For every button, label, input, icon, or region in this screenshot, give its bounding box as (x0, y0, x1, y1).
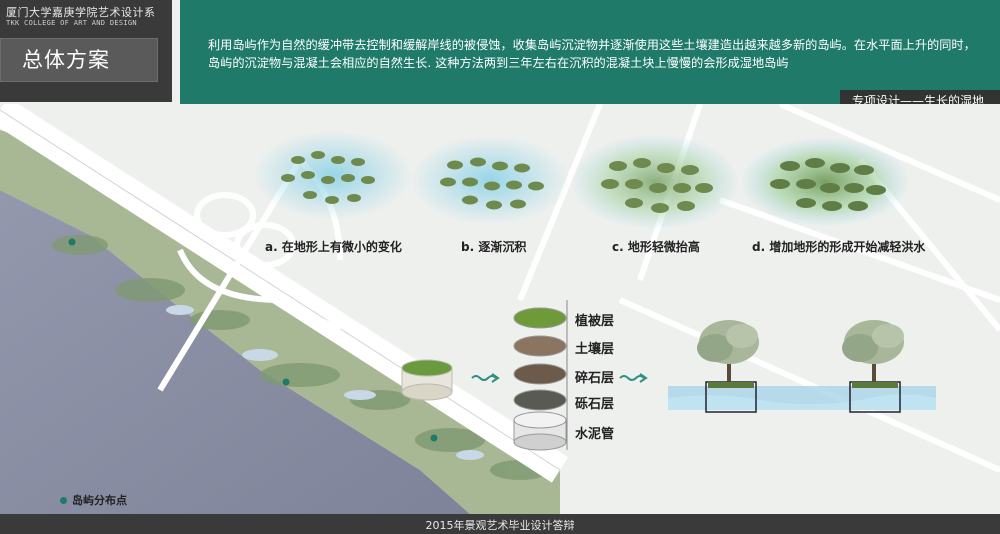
footer-bar (0, 514, 1000, 534)
stage-d-illustration (740, 137, 910, 227)
layer-label-crushed-stone: 碎石层 (575, 371, 615, 386)
layer-label-gravel: 砾石层 (575, 397, 615, 412)
concrete-module (401, 359, 453, 401)
stage-a-illustration (253, 130, 413, 220)
stage-d-caption: d. 增加地形的形成开始减轻洪水 (752, 240, 926, 254)
stage-b-caption: b. 逐渐沉积 (461, 240, 527, 254)
layer-label-cement-pipe: 水泥管 (575, 427, 615, 442)
footer-text: 2015年景观艺术毕业设计答辩 (425, 519, 575, 532)
page-title: 总体方案 (22, 48, 110, 72)
brand-name-en: TKK COLLEGE OF ART AND DESIGN (6, 19, 137, 27)
bank-ponds (166, 305, 484, 460)
layer-label-soil: 土壤层 (575, 342, 615, 357)
brand-name-cn: 厦门大学嘉庚学院艺术设计系 (6, 6, 156, 19)
stage-a-caption: a. 在地形上有微小的变化 (265, 240, 402, 254)
river-bank (0, 130, 560, 514)
layer-stack (513, 300, 568, 451)
river-water (0, 190, 470, 514)
wetland-section (668, 320, 936, 413)
site-map (0, 104, 1000, 514)
layer-label-vegetation: 植被层 (575, 314, 615, 329)
legend-dot (60, 497, 67, 504)
description-banner (180, 0, 1000, 104)
stage-b-illustration (410, 135, 570, 225)
description-text: 利用岛屿作为自然的缓冲带去控制和缓解岸线的被侵蚀，收集岛屿沉淀物并逐渐使用这些土… (208, 38, 976, 70)
title-tab (0, 38, 158, 82)
wave-arrow-2 (619, 373, 648, 383)
stage-c-illustration (570, 134, 740, 230)
legend-label: 岛屿分布点 (72, 494, 127, 507)
island-markers (68, 238, 438, 442)
stage-c-caption: c. 地形轻微抬高 (612, 240, 700, 254)
wave-arrow-1 (471, 373, 500, 383)
